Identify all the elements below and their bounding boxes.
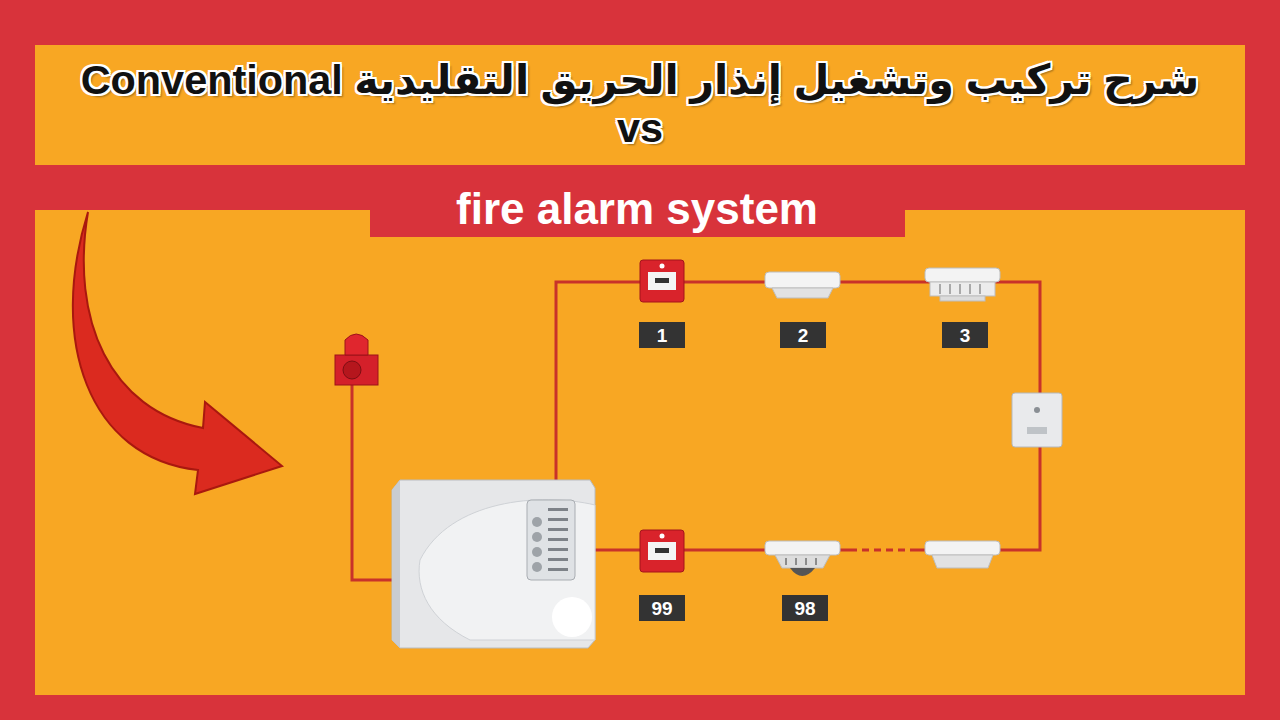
panel-led xyxy=(548,528,568,531)
title-area: شرح تركيب وتشغيل إنذار الحريق التقليدية … xyxy=(45,45,1235,165)
detector-base xyxy=(765,272,840,288)
smoke-detector xyxy=(925,268,1000,301)
callout-number: 2 xyxy=(798,326,809,345)
sounder-body xyxy=(335,355,378,385)
detector-head xyxy=(772,288,833,298)
call-point-dot xyxy=(660,264,665,269)
sounder xyxy=(335,334,378,385)
title: شرح تركيب وتشغيل إنذار الحريق التقليدية … xyxy=(55,57,1225,152)
panel-led xyxy=(548,568,568,571)
panel-keypad xyxy=(527,500,575,580)
call-point-mark xyxy=(655,278,669,283)
detector-element xyxy=(790,568,815,576)
sounder-horn xyxy=(343,361,361,379)
panel-circle xyxy=(552,597,592,637)
sounder-wire xyxy=(352,385,392,580)
detector-head xyxy=(775,555,830,568)
callout-box: 3 xyxy=(942,322,988,348)
call-point-dot xyxy=(660,534,665,539)
manual-call-point xyxy=(640,260,684,302)
diagram-panel xyxy=(35,210,1245,695)
panel-housing xyxy=(392,480,595,648)
heat-detector xyxy=(765,541,840,576)
callout-number: 3 xyxy=(960,326,971,345)
manual-call-point xyxy=(640,530,684,572)
panel-led xyxy=(548,538,568,541)
control-panel xyxy=(392,480,595,648)
smoke-detector xyxy=(925,541,1000,568)
call-point-body xyxy=(640,530,684,572)
detector-vents xyxy=(940,284,980,294)
subtitle: fire alarm system xyxy=(456,187,818,231)
panel-side xyxy=(392,480,400,648)
smoke-detector xyxy=(765,272,840,298)
subtitle-tab: fire alarm system xyxy=(370,180,905,237)
panel-front xyxy=(419,500,595,640)
callout-number: 99 xyxy=(651,599,672,618)
pointer-arrow xyxy=(73,212,282,494)
detector-base xyxy=(765,541,840,555)
callout-number: 1 xyxy=(657,326,668,345)
callout-box: 2 xyxy=(780,322,826,348)
sounder-beacon xyxy=(345,334,368,355)
panel-button xyxy=(532,532,542,542)
callout-box: 1 xyxy=(639,322,685,348)
detector-head xyxy=(932,555,993,568)
detector-cap xyxy=(940,296,985,301)
callout-box: 98 xyxy=(782,595,828,621)
module-label xyxy=(1027,427,1047,434)
panel-button xyxy=(532,517,542,527)
interface-module xyxy=(1012,393,1062,447)
call-point-mark xyxy=(655,548,669,553)
detector-base xyxy=(925,541,1000,555)
detector-base xyxy=(925,268,1000,282)
panel-button xyxy=(532,562,542,572)
detector-vents xyxy=(786,558,816,565)
detector-head xyxy=(930,282,995,296)
loop-wire xyxy=(556,282,1040,550)
panel-led xyxy=(548,548,568,551)
call-point-glass xyxy=(648,272,676,290)
panel-button xyxy=(532,547,542,557)
loop-wire-dashed xyxy=(850,549,910,552)
panel-led xyxy=(548,508,568,511)
call-point-glass xyxy=(648,542,676,560)
panel-led xyxy=(548,518,568,521)
callout-box: 99 xyxy=(639,595,685,621)
call-point-body xyxy=(640,260,684,302)
module-led xyxy=(1034,407,1040,413)
title-banner xyxy=(35,45,1245,165)
panel-led xyxy=(548,558,568,561)
callout-number: 98 xyxy=(794,599,815,618)
module-body xyxy=(1012,393,1062,447)
